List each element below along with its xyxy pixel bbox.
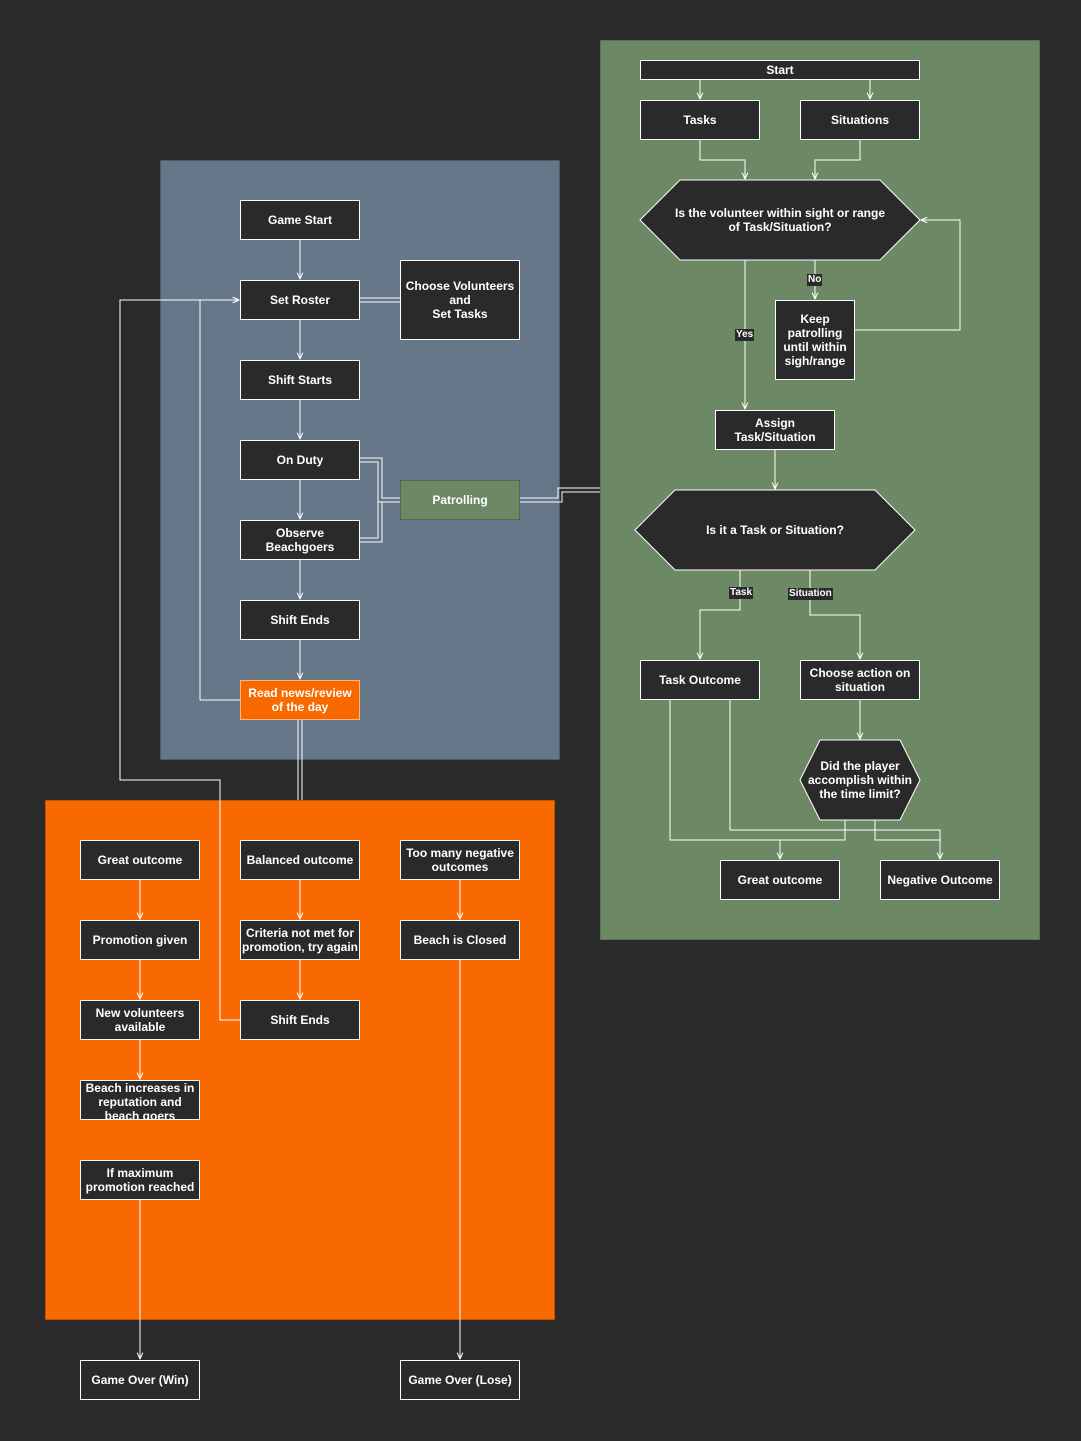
observe-beachgoers-node[interactable]: Observe Beachgoers [240, 520, 360, 560]
shift-starts-node[interactable]: Shift Starts [240, 360, 360, 400]
game-over-win-node[interactable]: Game Over (Win) [80, 1360, 200, 1400]
on-duty-node[interactable]: On Duty [240, 440, 360, 480]
criteria-not-met-node[interactable]: Criteria not met for promotion, try agai… [240, 920, 360, 960]
task-outcome-node[interactable]: Task Outcome [640, 660, 760, 700]
task-outcome-label: Task Outcome [659, 673, 741, 687]
balanced-outcome-label: Balanced outcome [246, 853, 354, 867]
edge-label-situation: Situation [788, 588, 833, 600]
within-range-question: Is the volunteer within sight or range o… [674, 206, 886, 234]
keep-patrolling-label: Keep patrolling until within sigh/range [783, 312, 847, 368]
shift-starts-label: Shift Starts [267, 373, 332, 387]
situations-label: Situations [830, 113, 889, 127]
game-start-label: Game Start [267, 213, 333, 227]
edge-label-task: Task [729, 587, 754, 599]
edge-label-yes: Yes [735, 329, 755, 341]
beach-closed-node[interactable]: Beach is Closed [400, 920, 520, 960]
criteria-not-met-label: Criteria not met for promotion, try agai… [241, 926, 358, 954]
task-or-situation-question: Is it a Task or Situation? [706, 523, 844, 537]
read-news-label: Read news/review of the day [248, 686, 352, 714]
edge-shiftends-setroster [119, 300, 240, 1021]
choose-volunteers-node[interactable]: Choose Volunteers and Set Tasks [400, 260, 520, 340]
balanced-outcome-node[interactable]: Balanced outcome [240, 840, 360, 880]
shift-ends-label: Shift Ends [270, 613, 330, 627]
edge-readnews-setroster [199, 300, 240, 701]
great-outcome-node[interactable]: Great outcome [80, 840, 200, 880]
game-over-lose-node[interactable]: Game Over (Lose) [400, 1360, 520, 1400]
set-roster-node[interactable]: Set Roster [240, 280, 360, 320]
set-roster-label: Set Roster [269, 293, 331, 307]
too-many-negative-label: Too many negative outcomes [406, 846, 514, 874]
patrolling-label: Patrolling [432, 493, 488, 507]
patrol-great-outcome-node[interactable]: Great outcome [720, 860, 840, 900]
patrol-start-label: Start [766, 63, 794, 77]
tasks-label: Tasks [683, 113, 717, 127]
decision-time-limit [799, 739, 921, 821]
decision-task-or-situation [634, 489, 916, 571]
new-volunteers-label: New volunteers available [95, 1006, 185, 1034]
game-start-node[interactable]: Game Start [240, 200, 360, 240]
beach-closed-label: Beach is Closed [413, 933, 507, 947]
choose-action-label: Choose action on situation [809, 666, 911, 694]
promotion-given-label: Promotion given [92, 933, 188, 947]
keep-patrolling-node[interactable]: Keep patrolling until within sigh/range [775, 300, 855, 380]
max-promotion-node[interactable]: If maximum promotion reached [80, 1160, 200, 1200]
beach-increases-label: Beach increases in reputation and beach … [85, 1081, 195, 1120]
max-promotion-label: If maximum promotion reached [85, 1166, 195, 1194]
game-over-lose-label: Game Over (Lose) [408, 1373, 512, 1387]
situations-node[interactable]: Situations [800, 100, 920, 140]
negative-outcome-label: Negative Outcome [887, 873, 993, 887]
too-many-negative-node[interactable]: Too many negative outcomes [400, 840, 520, 880]
game-over-win-label: Game Over (Win) [91, 1373, 189, 1387]
patrolling-node[interactable]: Patrolling [400, 480, 520, 520]
edge-label-no: No [807, 274, 823, 286]
great-outcome-label: Great outcome [97, 853, 183, 867]
choose-volunteers-label: Choose Volunteers and Set Tasks [405, 279, 515, 321]
on-duty-label: On Duty [276, 453, 324, 467]
negative-outcome-node[interactable]: Negative Outcome [880, 860, 1000, 900]
choose-action-node[interactable]: Choose action on situation [800, 660, 920, 700]
read-news-node[interactable]: Read news/review of the day [240, 680, 360, 720]
decision-within-range [639, 179, 921, 261]
patrol-start-node[interactable]: Start [640, 60, 920, 80]
shift-ends-node[interactable]: Shift Ends [240, 600, 360, 640]
outcome-shift-ends-node[interactable]: Shift Ends [240, 1000, 360, 1040]
beach-increases-node[interactable]: Beach increases in reputation and beach … [80, 1080, 200, 1120]
assign-node[interactable]: Assign Task/Situation [715, 410, 835, 450]
patrol-great-outcome-label: Great outcome [737, 873, 823, 887]
tasks-node[interactable]: Tasks [640, 100, 760, 140]
outcome-shift-ends-label: Shift Ends [270, 1013, 330, 1027]
promotion-given-node[interactable]: Promotion given [80, 920, 200, 960]
new-volunteers-node[interactable]: New volunteers available [80, 1000, 200, 1040]
observe-beachgoers-label: Observe Beachgoers [265, 526, 335, 554]
assign-label: Assign Task/Situation [734, 416, 816, 444]
time-limit-question: Did the player accomplish within the tim… [807, 759, 912, 801]
